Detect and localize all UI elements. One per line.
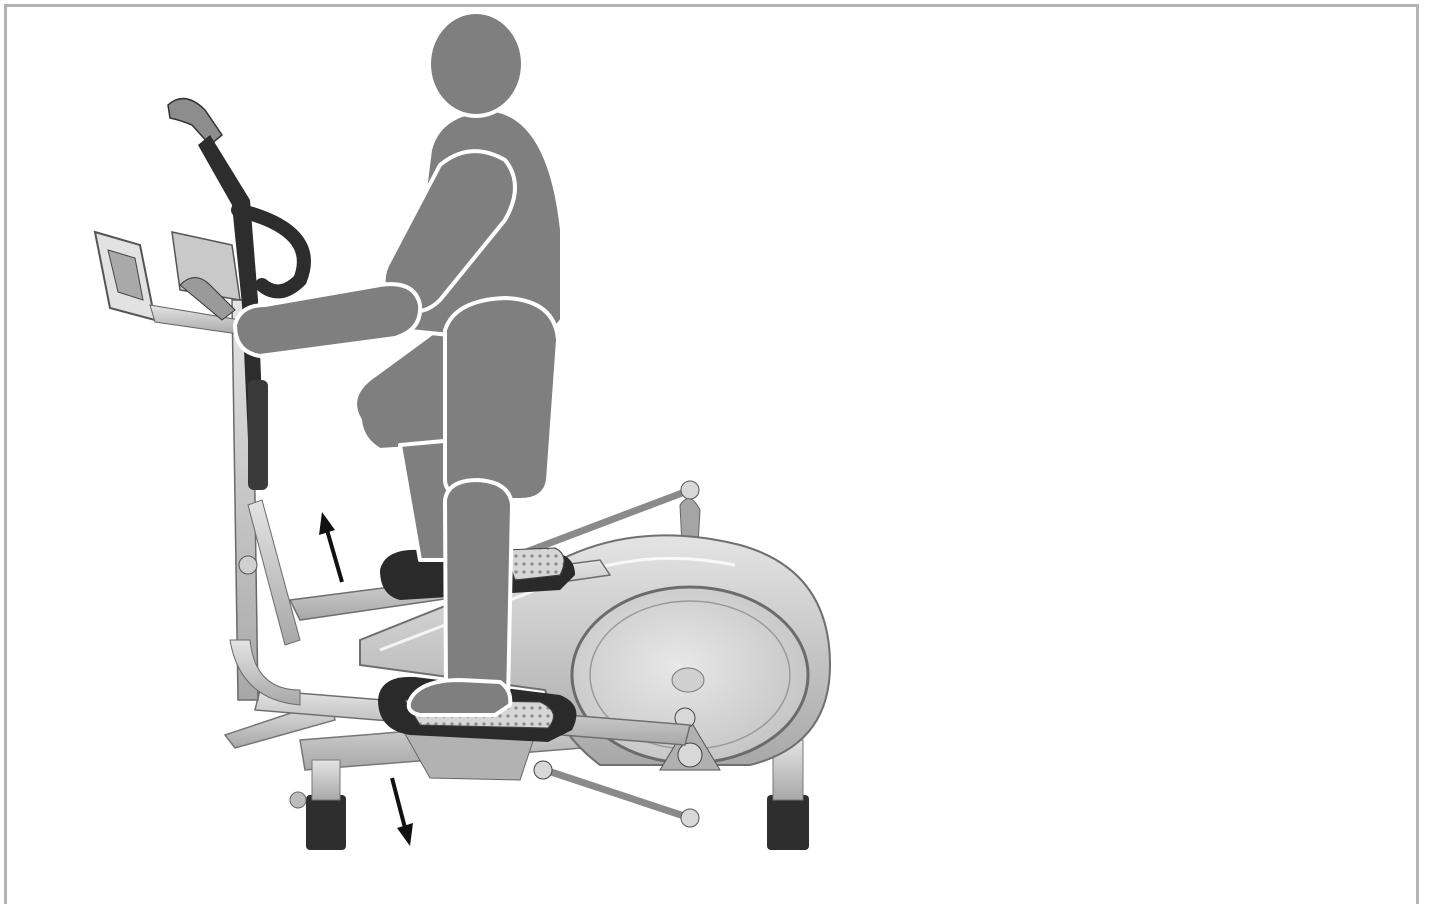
pedal-down-arrow xyxy=(392,778,413,846)
lower-link-pivot xyxy=(681,809,699,827)
front-foot-pad xyxy=(306,760,346,850)
head xyxy=(429,12,523,116)
forearm xyxy=(235,284,420,356)
front-shin xyxy=(445,480,512,712)
pedal-up-arrow xyxy=(319,512,342,582)
upper-link-pivot xyxy=(681,481,699,499)
front-post xyxy=(230,300,300,705)
front-thigh xyxy=(445,298,558,500)
front-foot xyxy=(409,680,511,715)
transport-wheel xyxy=(290,792,306,808)
flywheel-hub xyxy=(672,668,704,692)
